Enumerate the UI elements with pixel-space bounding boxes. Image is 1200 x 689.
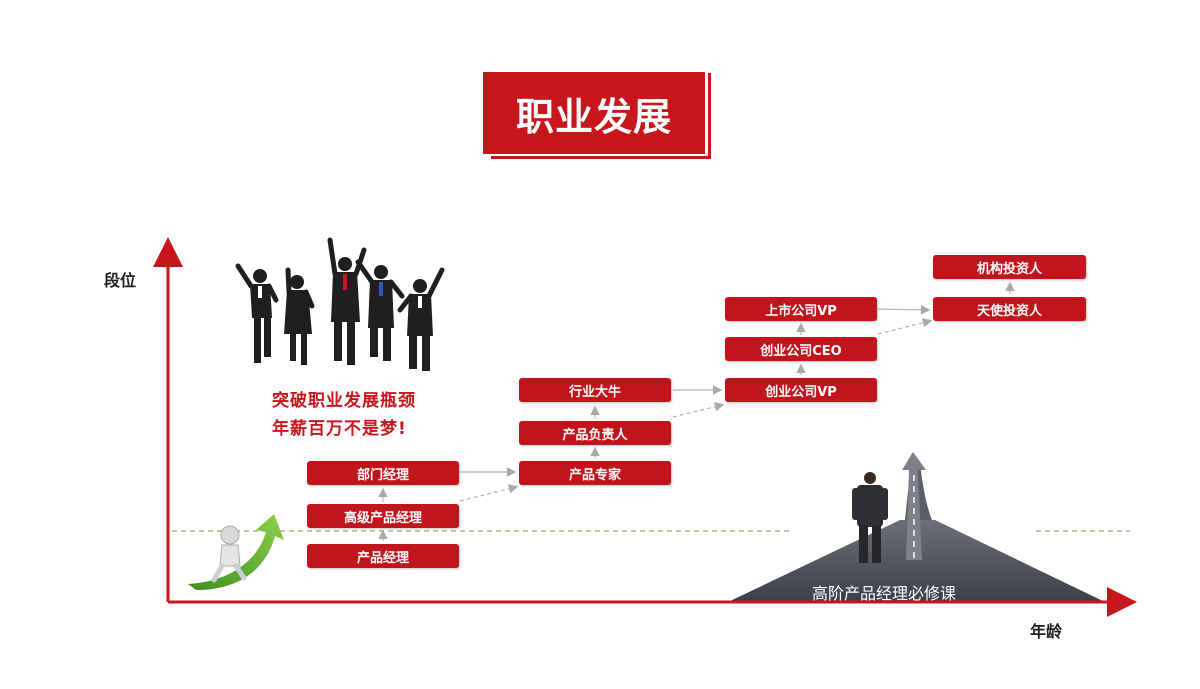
growth-arrow-illustration xyxy=(188,514,284,590)
road-illustration xyxy=(728,452,1105,602)
node-startup-ceo: 创业公司CEO xyxy=(725,337,877,361)
y-axis-label: 段位 xyxy=(104,271,137,290)
node-startup-vp: 创业公司VP xyxy=(725,378,877,402)
x-axis-label: 年龄 xyxy=(1030,622,1063,641)
node-product-expert: 产品专家 xyxy=(519,461,671,485)
figure-3d xyxy=(211,525,247,583)
node-listed-vp: 上市公司VP xyxy=(725,297,877,321)
businessman-figure xyxy=(852,472,888,563)
page-title: 职业发展 xyxy=(483,72,705,154)
node-dept-manager: 部门经理 xyxy=(307,461,459,485)
node-product-lead: 产品负责人 xyxy=(519,421,671,445)
node-industry-leader: 行业大牛 xyxy=(519,378,671,402)
node-senior-pm: 高级产品经理 xyxy=(307,504,459,528)
node-angel-investor: 天使投资人 xyxy=(933,297,1086,321)
title-frame xyxy=(491,73,711,159)
slogan-line-2: 年薪百万不是梦! xyxy=(272,419,407,439)
course-label: 高阶产品经理必修课 xyxy=(812,584,957,603)
node-product-manager: 产品经理 xyxy=(307,544,459,568)
slogan-line-1: 突破职业发展瓶颈 xyxy=(272,391,416,411)
jumping-team-illustration xyxy=(235,237,445,371)
node-institutional-investor: 机构投资人 xyxy=(933,255,1086,279)
